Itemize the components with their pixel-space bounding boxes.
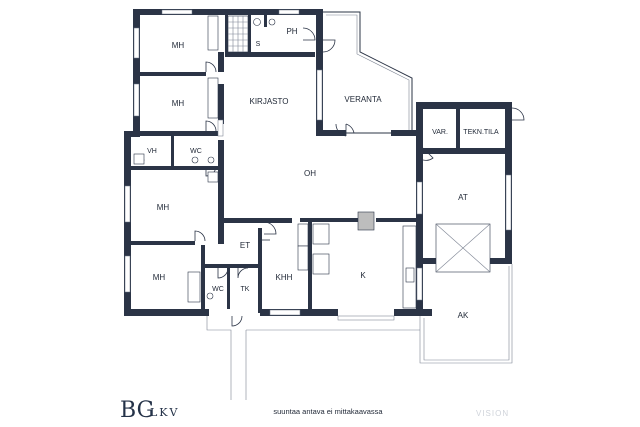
room-label-ph: PH <box>286 27 297 36</box>
room-label-wc2: WC <box>212 286 224 293</box>
room-label-mh4: MH <box>153 273 166 282</box>
room-label-k: K <box>360 271 366 280</box>
room-label-s: S <box>256 41 261 48</box>
logo-mark: BG <box>120 398 154 423</box>
terrace-lines <box>206 264 513 400</box>
room-label-mh3: MH <box>157 203 170 212</box>
room-label-mh1: MH <box>172 41 185 50</box>
room-label-at: AT <box>458 193 468 202</box>
room-label-veranta: VERANTA <box>344 95 382 104</box>
room-label-wc1: WC <box>190 148 202 155</box>
room-label-tekn: TEKN.TILA <box>463 129 499 136</box>
room-label-oh: OH <box>304 169 316 178</box>
room-label-et: ET <box>240 241 250 250</box>
doors <box>194 27 525 327</box>
room-label-vh: VH <box>147 148 157 155</box>
room-label-khh: KHH <box>276 273 293 282</box>
room-labels: MH MH S PH KIRJASTO VERANTA VAR. TEKN.TI… <box>147 27 499 320</box>
watermark: VISION <box>476 409 509 418</box>
windows <box>124 9 512 321</box>
sauna-bench <box>227 15 249 53</box>
brand-logo: BG LKV <box>120 398 179 423</box>
room-label-ak: AK <box>458 311 469 320</box>
scale-disclaimer: suuntaa antava ei mittakaavassa <box>273 407 383 416</box>
fixtures <box>133 15 491 309</box>
room-label-var: VAR. <box>432 129 448 136</box>
room-label-tk: TK <box>241 286 250 293</box>
veranta-glazing <box>323 11 413 134</box>
room-label-mh2: MH <box>172 99 185 108</box>
interior-walls <box>131 15 460 313</box>
logo-text: LKV <box>150 406 179 419</box>
room-label-kirjasto: KIRJASTO <box>250 97 289 106</box>
